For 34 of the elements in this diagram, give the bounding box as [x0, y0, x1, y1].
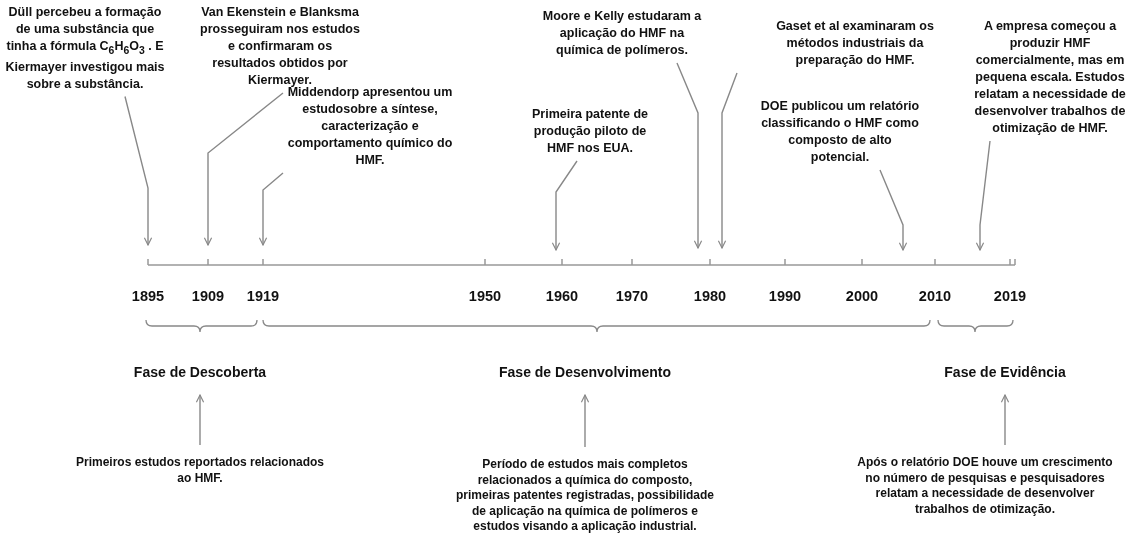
- phase-description: Período de estudos mais completos relacionados a química do composto, primeiras patentes registradas, possibilidade de aplicação na química de polímeros e estudos visando a aplicação industrial.: [455, 457, 715, 535]
- year-label: 1909: [190, 288, 226, 304]
- phase-description: Após o relatório DOE houve um crescimento no número de pesquisas e pesquisadores relatam a necessidade de desenvolver trabalhos de otimização.: [850, 455, 1120, 517]
- arrow: [258, 172, 284, 246]
- year-label: 1895: [130, 288, 166, 304]
- arrow: [879, 169, 908, 251]
- year-label: 1919: [245, 288, 281, 304]
- arrow: [1000, 394, 1010, 446]
- arrow: [676, 62, 703, 249]
- arrow: [975, 140, 991, 251]
- year-label: 1990: [767, 288, 803, 304]
- year-label: 2000: [844, 288, 880, 304]
- phase-title: Fase de Descoberta: [100, 363, 300, 381]
- arrow: [717, 72, 738, 249]
- event-text: Primeira patente de produção piloto de HMF nos EUA.: [520, 106, 660, 157]
- year-label: 1960: [544, 288, 580, 304]
- event-text: Gaset et al examinaram os métodos industriais da preparação do HMF.: [765, 18, 945, 69]
- year-label: 2019: [992, 288, 1028, 304]
- arrow: [203, 92, 284, 246]
- arrow: [124, 95, 153, 246]
- arrow: [580, 394, 590, 448]
- year-label: 1970: [614, 288, 650, 304]
- year-label: 1950: [467, 288, 503, 304]
- event-text: Düll percebeu a formação de uma substância que tinha a fórmula C$_{6}$H$_{6}$O$_{3}$ . E Kiermayer investigou mais sobre a substância.: [5, 4, 165, 93]
- arrow: [551, 160, 578, 251]
- phase-title: Fase de Desenvolvimento: [475, 363, 695, 381]
- event-text: A empresa começou a produzir HMF comercialmente, mas em pequena escala. Estudos relatam a necessidade de desenvolver trabalhos de otimização de HMF.: [960, 18, 1133, 137]
- year-label: 2010: [917, 288, 953, 304]
- event-text: Moore e Kelly estudaram a aplicação do HMF na química de polímeros.: [537, 8, 707, 59]
- phase-description: Primeiros estudos reportados relacionados ao HMF.: [75, 455, 325, 486]
- event-text: DOE publicou um relatório classificando o HMF como composto de alto potencial.: [760, 98, 920, 166]
- arrow: [195, 394, 205, 446]
- year-label: 1980: [692, 288, 728, 304]
- phase-title: Fase de Evidência: [915, 363, 1095, 381]
